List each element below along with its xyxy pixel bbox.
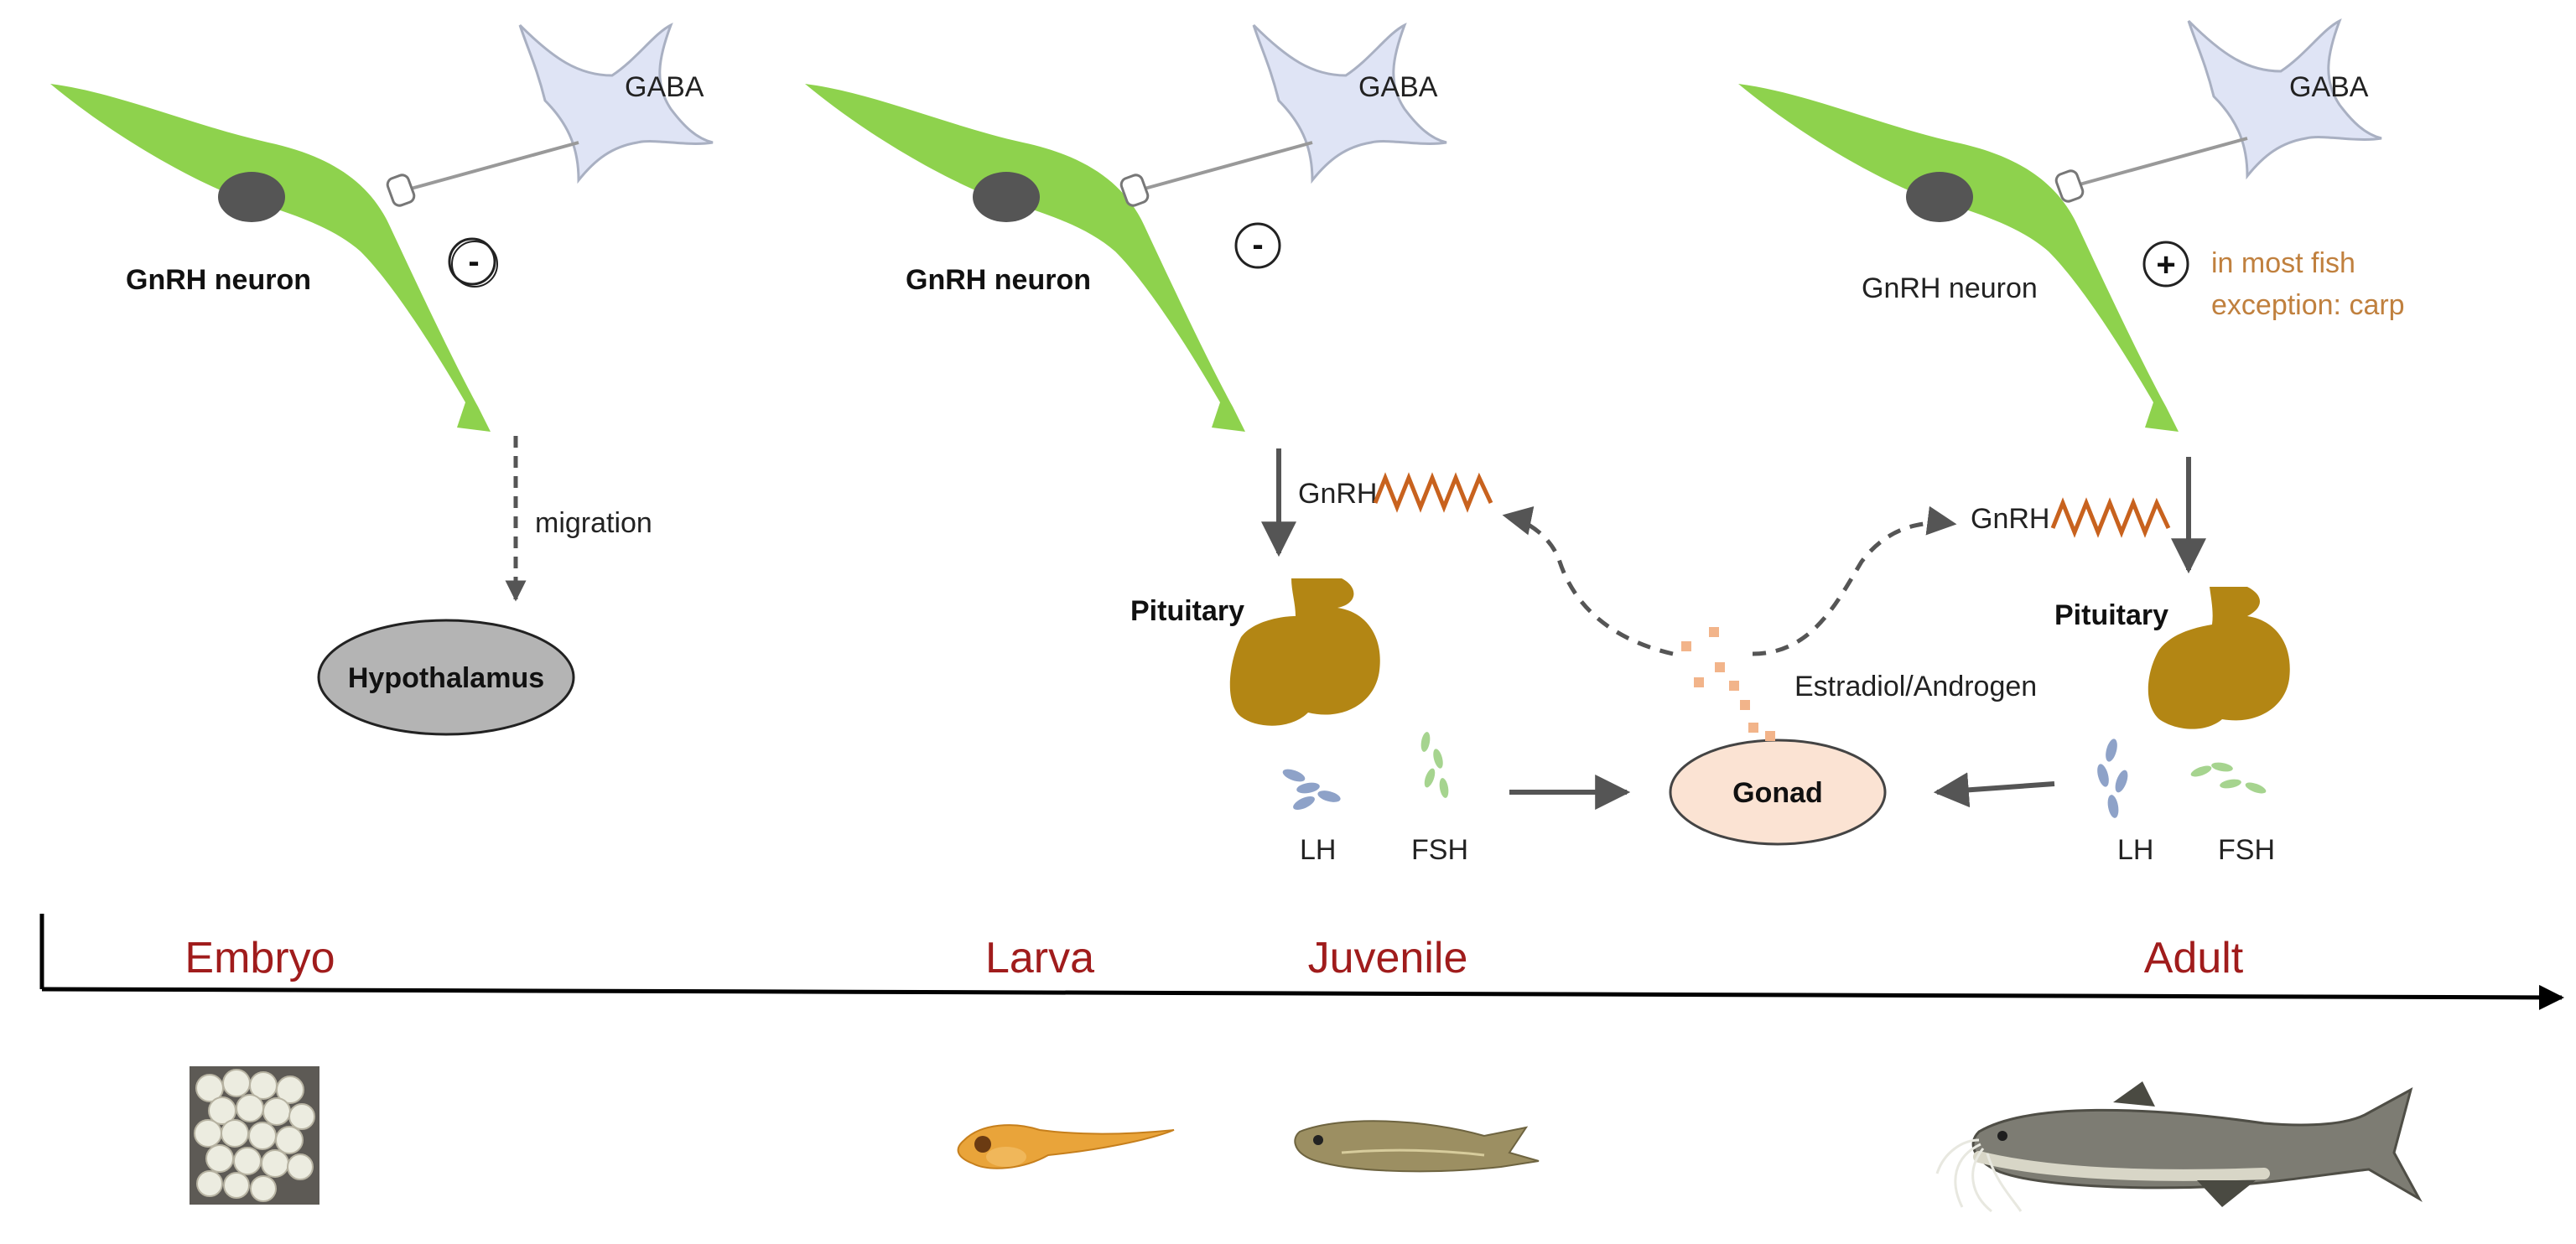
fsh-granules-icon bbox=[1420, 732, 1449, 798]
adult-neuron-group: GABA GnRH neuron + in most fish exceptio… bbox=[1738, 19, 2405, 432]
inhibit-sign-icon: - bbox=[1234, 222, 1281, 269]
juvenile-fish-image bbox=[1294, 1120, 1540, 1173]
pituitary-label: Pituitary bbox=[2054, 599, 2168, 631]
feedback-arrow-adult bbox=[1752, 505, 1957, 656]
steroid-label: Estradiol/Androgen bbox=[1794, 671, 2037, 702]
pituitary-label: Pituitary bbox=[1130, 595, 1244, 627]
stage-larva: Larva bbox=[985, 934, 1094, 982]
juvenile-neuron-group: GABA GnRH neuron - bbox=[805, 23, 1448, 432]
gnrh-label: GnRH bbox=[1971, 503, 2049, 535]
gnrh-neuron-juvenile bbox=[805, 84, 1245, 432]
adult-catfish-image bbox=[1935, 1081, 2423, 1213]
gaba-label: GABA bbox=[625, 71, 704, 103]
hypothalamus-ellipse bbox=[317, 619, 575, 736]
gaba-label: GABA bbox=[1358, 71, 1438, 103]
larva-image bbox=[957, 1124, 1175, 1169]
stage-embryo: Embryo bbox=[184, 934, 335, 982]
fsh-granules-icon bbox=[2190, 762, 2267, 794]
juvenile-hpg-axis: GnRH Pituitary LH FSH bbox=[1130, 448, 1631, 866]
lh-label: LH bbox=[1300, 834, 1336, 866]
gaba-neuron-embryo bbox=[383, 23, 714, 210]
gonad-feedback: Gonad Estradiol/Androgen bbox=[1502, 505, 2037, 846]
neuron-label: GnRH neuron bbox=[906, 264, 1091, 296]
gaba-neuron-juvenile bbox=[1117, 23, 1448, 210]
gnrh-pulse-icon bbox=[2050, 497, 2171, 538]
neuron-label: GnRH neuron bbox=[1862, 272, 2038, 304]
embryo-eggs-image bbox=[190, 1066, 319, 1205]
pituitary-gland-icon bbox=[2148, 587, 2290, 729]
gonad-ellipse bbox=[1669, 739, 1887, 846]
adult-to-gonad-arrow bbox=[1933, 772, 2055, 808]
lh-granules-icon bbox=[1282, 769, 1341, 811]
adult-note-line1: in most fish bbox=[2211, 247, 2355, 279]
gnrh-label: GnRH bbox=[1298, 478, 1377, 510]
fsh-label: FSH bbox=[1411, 834, 1468, 866]
stage-juvenile: Juvenile bbox=[1308, 934, 1468, 982]
svg-text:+: + bbox=[2156, 246, 2175, 283]
lh-label: LH bbox=[2117, 834, 2153, 866]
adult-hpg-axis: GnRH Pituitary LH FSH bbox=[1933, 457, 2290, 866]
excite-sign-icon: + bbox=[2142, 241, 2189, 288]
pituitary-gland-icon bbox=[1229, 578, 1380, 726]
steroid-particles-icon bbox=[1681, 627, 1775, 741]
timeline: Embryo Larva Juvenile Adult bbox=[39, 914, 2564, 1010]
inhibit-sign-icon: - bbox=[448, 237, 498, 288]
gnrh-pulse-icon bbox=[1373, 472, 1493, 513]
lh-granules-icon bbox=[2097, 739, 2128, 818]
gonad-label: Gonad bbox=[1732, 777, 1823, 809]
gnrh-neuron-embryo bbox=[50, 84, 491, 432]
gaba-label: GABA bbox=[2289, 71, 2369, 103]
stage-adult: Adult bbox=[2144, 934, 2244, 982]
fsh-label: FSH bbox=[2218, 834, 2275, 866]
hypothalamus-label: Hypothalamus bbox=[348, 662, 544, 694]
svg-text:-: - bbox=[1252, 226, 1263, 263]
adult-note-line2: exception: carp bbox=[2211, 289, 2405, 321]
embryo-neuron-group: GABA GnRH neuron - migration Hypothalamu… bbox=[50, 23, 714, 736]
svg-text:-: - bbox=[468, 243, 479, 280]
gnrh-neuron-adult bbox=[1738, 84, 2179, 432]
gaba-neuron-adult bbox=[2052, 19, 2383, 205]
timeline-arrow bbox=[41, 984, 2564, 1010]
neuron-label: GnRH neuron bbox=[126, 264, 311, 296]
migration-label: migration bbox=[535, 507, 652, 539]
feedback-arrow-juvenile bbox=[1502, 506, 1674, 656]
